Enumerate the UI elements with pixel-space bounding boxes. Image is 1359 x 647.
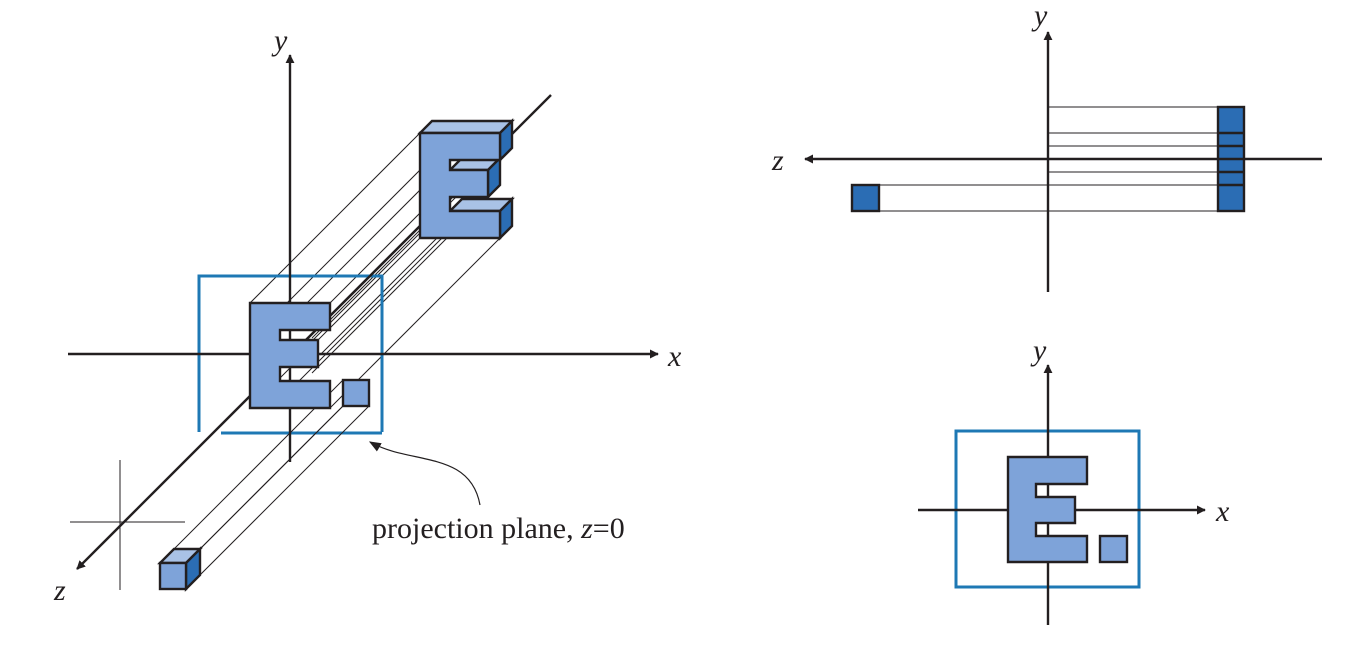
y-axis-label: y [271,24,288,57]
x-axis-label: x [667,340,682,373]
caption-suffix: =0 [593,512,625,545]
projected-square [341,378,371,408]
projection-plane-caption: projection plane, z=0 [372,512,625,545]
front-view-x-label: x [1215,495,1230,528]
caption-var: z [580,512,593,545]
front-view-square [1098,534,1129,564]
front-view: y x [918,334,1230,625]
front-view-e-shape [1006,455,1089,564]
perspective-view: y x z projection plane, z=0 [53,24,682,607]
side-view: y z [771,0,1322,292]
far-e-block [417,118,515,241]
near-cube [157,546,203,592]
side-view-cube [850,183,881,213]
z-axis-label: z [53,574,66,607]
projected-e-shape [248,301,332,410]
side-view-z-label: z [771,144,784,177]
side-view-y-label: y [1031,0,1048,32]
caption-prefix: projection plane, [372,512,581,545]
side-view-e-block [1216,105,1246,213]
leader-arrow [368,441,481,506]
side-view-projector-lines [879,106,1218,212]
front-view-y-label: y [1030,334,1047,367]
